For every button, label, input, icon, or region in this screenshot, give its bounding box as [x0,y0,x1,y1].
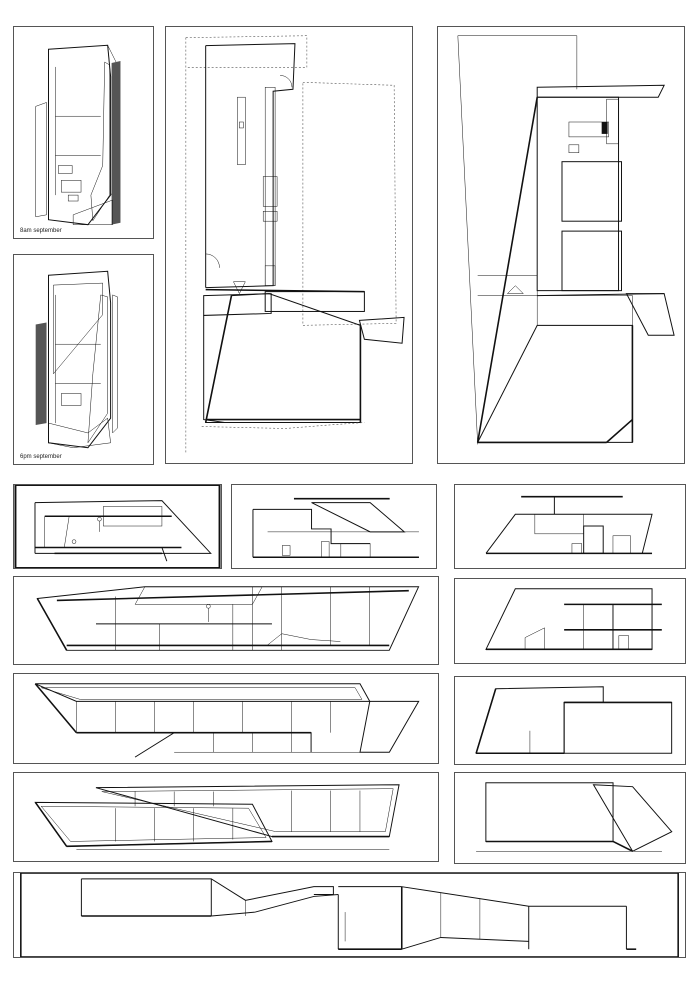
elevation-1-panel [13,673,439,764]
sun-study-8am-panel: 8am september [13,26,154,239]
elevation-4-drawing [476,782,673,852]
floor-plan-lower-panel [165,26,413,464]
section-3-panel [454,484,686,569]
sun-study-caption: 6pm september [20,454,62,460]
section-2-panel [231,484,437,569]
section-1-drawing [14,485,221,568]
elevation-2-panel [454,676,686,765]
site-section-panel [13,872,686,958]
elevation-3-panel [13,772,439,862]
floor-plan-upper-drawing [457,35,675,445]
sun-study-6pm-panel: 6pm september [13,254,154,465]
sun-study-6pm-drawing [35,270,118,449]
elevation-2-drawing [475,686,673,755]
floor-plan-upper-panel [437,26,685,464]
section-4-panel [454,578,686,664]
sun-study-8am-drawing [35,44,121,226]
section-1-panel [13,484,222,569]
section-2-drawing [252,497,419,559]
floor-plan-lower-drawing [185,35,405,455]
long-section-1-drawing [36,586,420,651]
elevation-4-panel [454,772,686,864]
sun-study-caption: 8am september [20,228,62,234]
elevation-1-drawing [34,683,420,758]
section-4-drawing [485,588,662,651]
long-section-1-panel [13,576,439,665]
section-3-drawing [485,495,653,555]
elevation-3-drawing [34,784,400,850]
site-section-drawing [20,873,679,957]
